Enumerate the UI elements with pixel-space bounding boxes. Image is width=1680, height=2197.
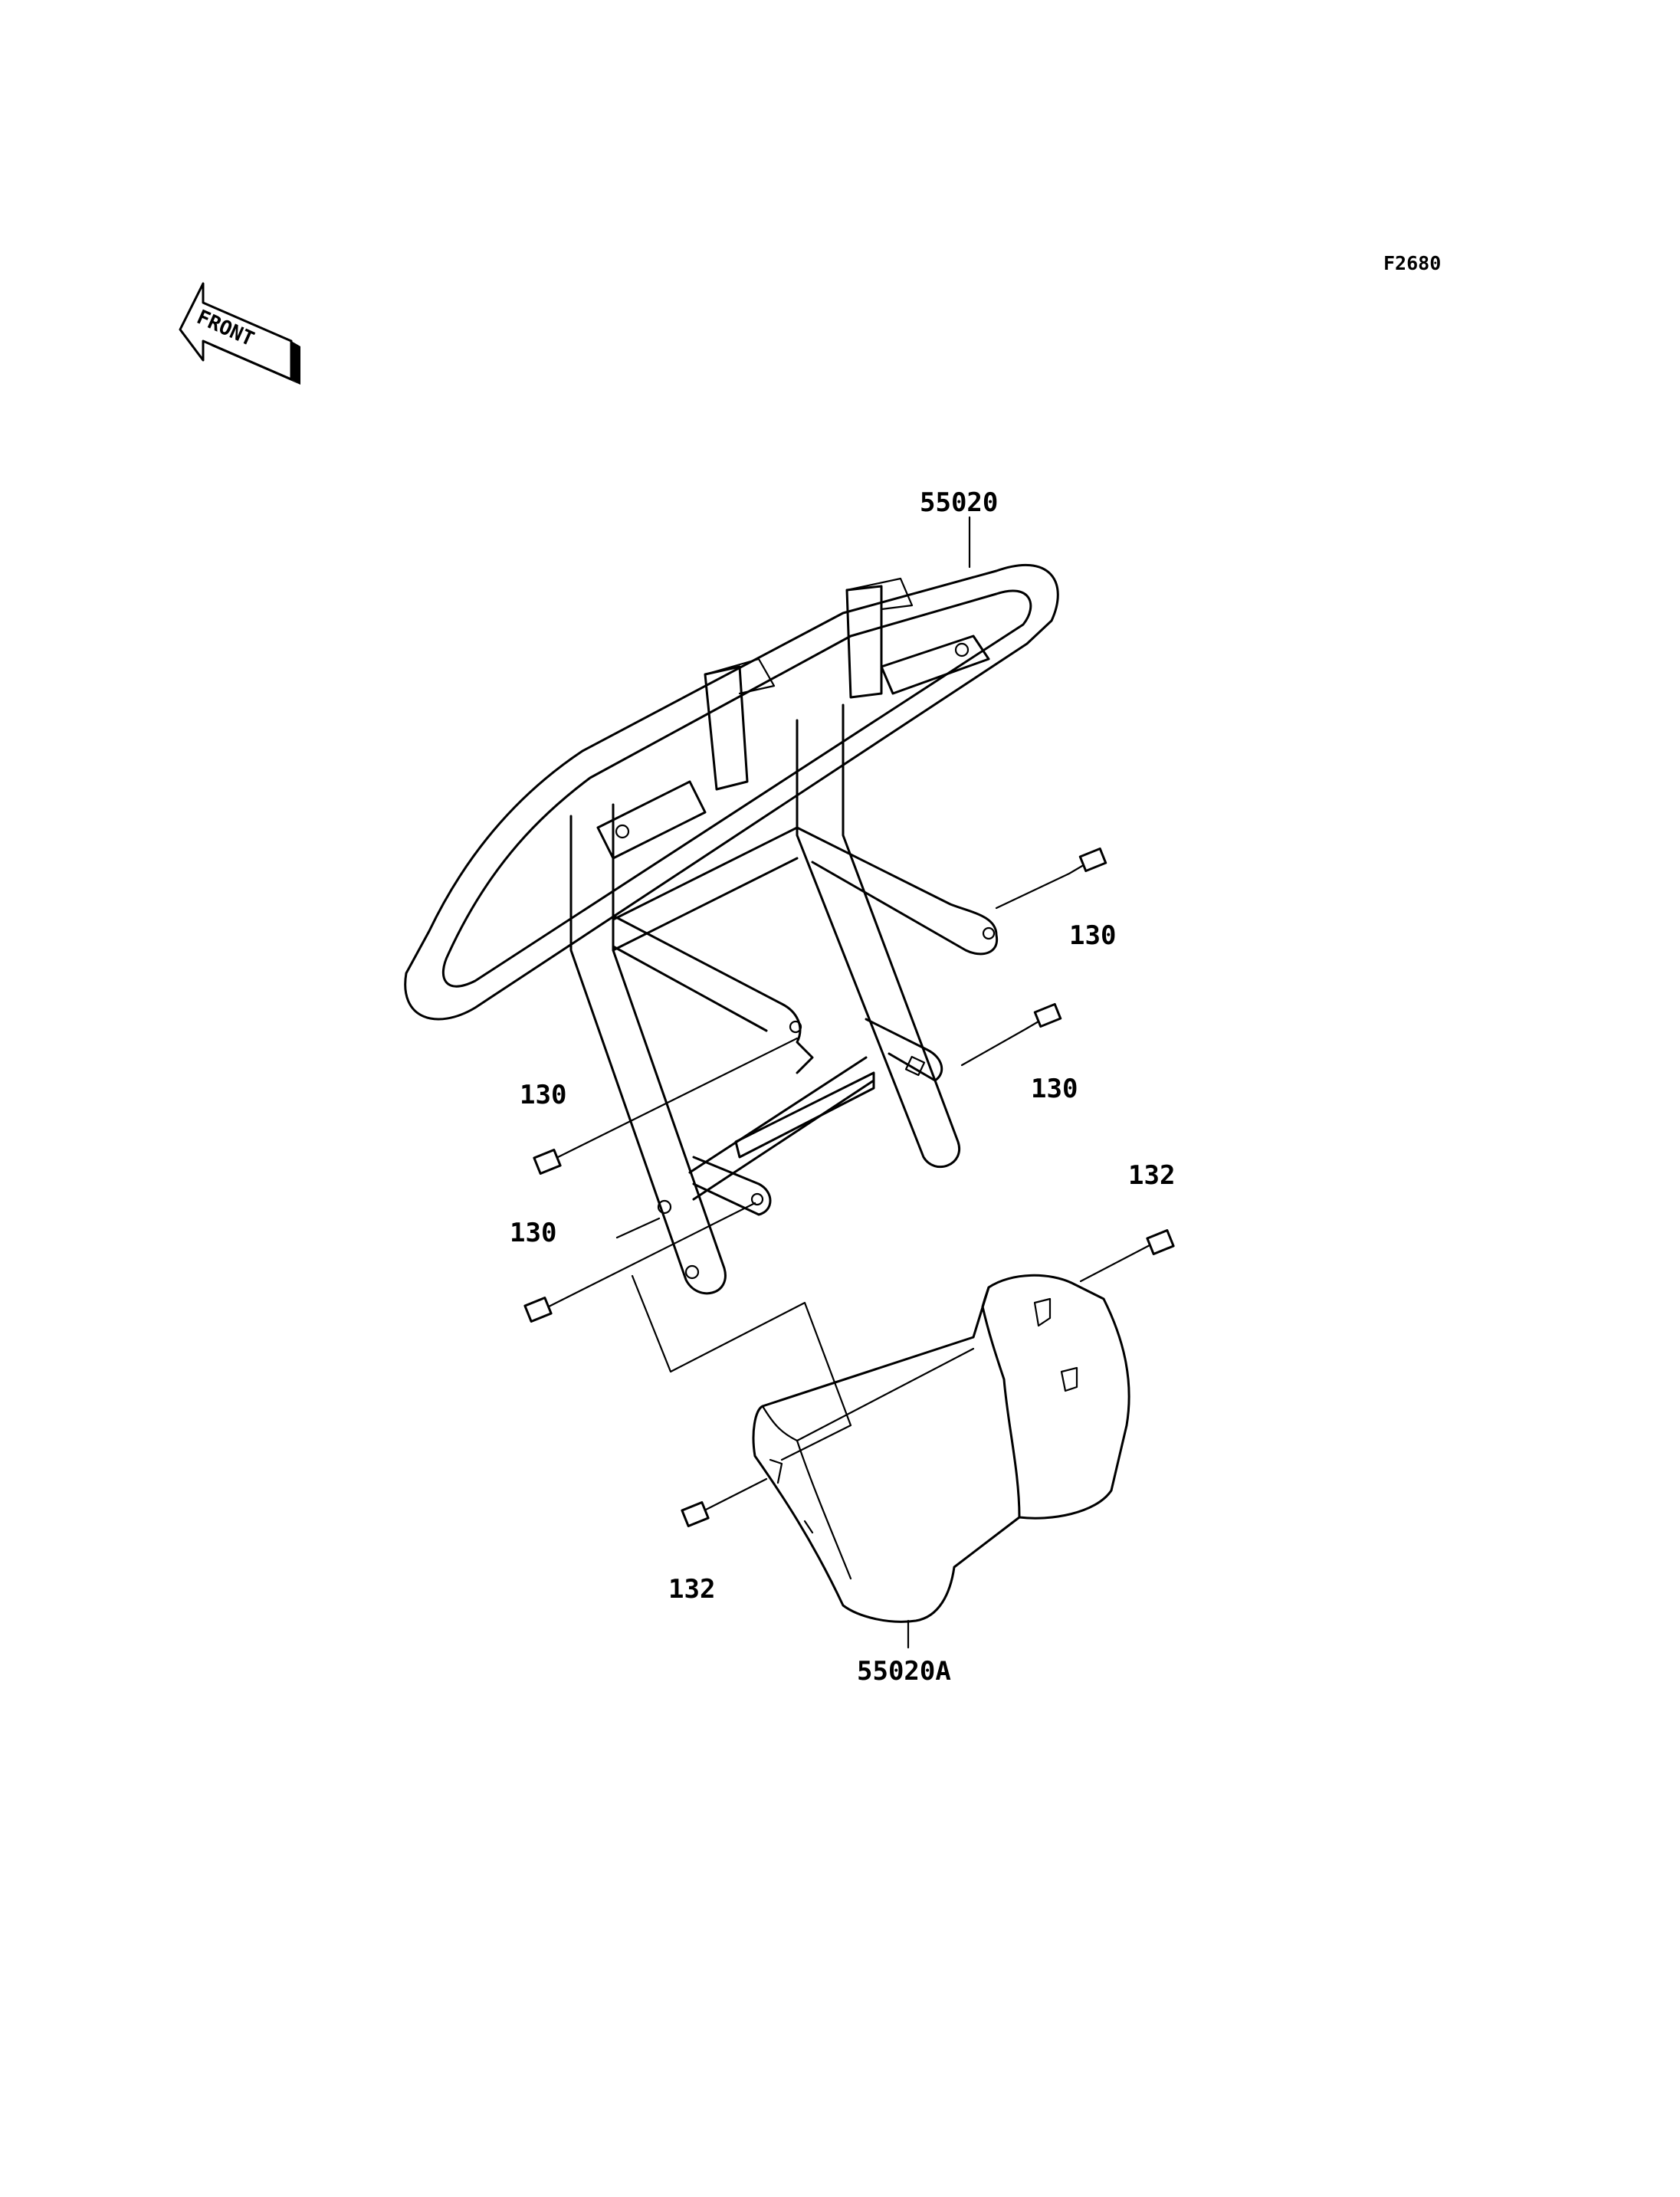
- callout-55020: 55020: [920, 487, 998, 518]
- front-bumper-guard-icon: [404, 516, 1059, 1295]
- flange-bolt-icon: [995, 847, 1107, 910]
- callout-130-b: 130: [1031, 1074, 1078, 1104]
- flange-bolt-icon: [681, 1477, 768, 1527]
- callout-55020A: 55020A: [857, 1656, 951, 1687]
- figure-code: F2680: [1383, 252, 1441, 274]
- flange-bolt-icon: [960, 1002, 1062, 1067]
- flange-bolt-icon: [1079, 1229, 1175, 1283]
- callout-132-a: 132: [1128, 1160, 1175, 1191]
- flange-bolt-icon: [533, 1037, 799, 1175]
- callout-132-b: 132: [668, 1574, 715, 1605]
- callout-130-c: 130: [520, 1080, 566, 1110]
- front-direction-arrow-icon: FRONT: [179, 282, 300, 385]
- callout-130-d: 130: [510, 1218, 556, 1248]
- bracket-link-line: [615, 1217, 852, 1461]
- skid-plate-guard-icon: [752, 1274, 1130, 1649]
- callout-130-a: 130: [1069, 920, 1116, 951]
- flange-bolt-icon: [523, 1202, 756, 1323]
